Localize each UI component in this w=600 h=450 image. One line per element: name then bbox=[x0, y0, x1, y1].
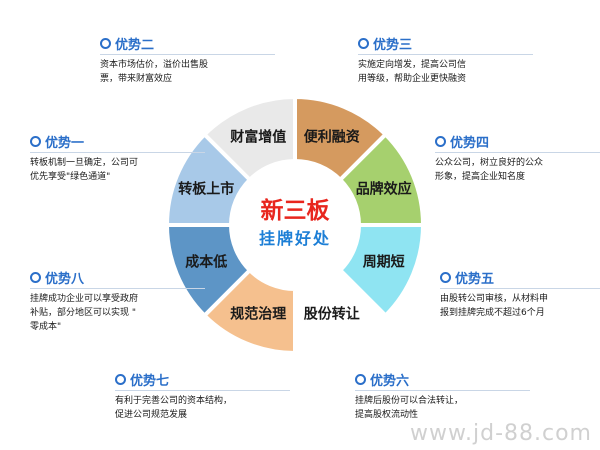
advantage-text: 报到挂牌完成不超过6个月 bbox=[440, 308, 545, 318]
segment-label: 财富增值 bbox=[229, 128, 286, 145]
advantage-4: 优势四 公众公司，树立良好的公众 形象，提高企业知名度 bbox=[435, 132, 600, 184]
advantage-text: 公众公司，树立良好的公众 bbox=[435, 158, 544, 168]
center-title: 新三板 bbox=[261, 197, 331, 224]
bullet-ring-icon bbox=[115, 373, 126, 385]
advantage-7: 优势七 有利于完善公司的资本结构， 促进公司规范发展 bbox=[115, 370, 290, 422]
advantage-5: 优势五 由股转公司审核，从材料申 报到挂牌完成不超过6个月 bbox=[440, 268, 600, 320]
advantage-text: 挂牌成功企业可以享受政府 bbox=[30, 294, 139, 304]
advantage-6: 优势六 挂牌后股份可以合法转让， 提高股权流动性 bbox=[355, 370, 530, 422]
advantage-title: 优势五 bbox=[455, 271, 495, 287]
advantage-title: 优势四 bbox=[450, 135, 490, 151]
advantage-title: 优势八 bbox=[45, 271, 85, 287]
divider bbox=[100, 54, 275, 55]
advantage-text: 促进公司规范发展 bbox=[115, 410, 188, 420]
advantage-title: 优势一 bbox=[45, 135, 85, 151]
segment-label: 转板上市 bbox=[178, 180, 234, 197]
advantage-text: 实施定向增发，提高公司信 bbox=[358, 60, 467, 70]
watermark: www.jd-88.com bbox=[410, 421, 592, 446]
advantage-text: 用等级，帮助企业更快融资 bbox=[358, 74, 467, 84]
divider bbox=[30, 288, 205, 289]
divider bbox=[358, 54, 533, 55]
advantage-title: 优势三 bbox=[373, 37, 413, 53]
divider bbox=[30, 152, 205, 153]
divider bbox=[115, 390, 290, 391]
bullet-ring-icon bbox=[355, 373, 366, 385]
advantage-8: 优势八 挂牌成功企业可以享受政府 补贴，部分地区可以实现 " 零成本" bbox=[30, 268, 205, 334]
advantage-text: 有利于完善公司的资本结构， bbox=[115, 396, 233, 406]
bullet-ring-icon bbox=[440, 271, 451, 283]
advantage-3: 优势三 实施定向增发，提高公司信 用等级，帮助企业更快融资 bbox=[358, 34, 533, 86]
segment-label: 成本低 bbox=[185, 254, 227, 271]
bullet-ring-icon bbox=[30, 271, 41, 283]
advantage-2: 优势二 资本市场估价，溢价出售股 票，带来财富效应 bbox=[100, 34, 275, 86]
advantage-1: 优势一 转板机制一旦确定，公司可 优先享受"绿色通道" bbox=[30, 132, 205, 184]
advantage-text: 优先享受"绿色通道" bbox=[30, 172, 111, 182]
advantage-title: 优势七 bbox=[130, 373, 170, 389]
advantage-text: 挂牌后股份可以合法转让， bbox=[355, 396, 464, 406]
wheel-segment bbox=[164, 131, 253, 227]
advantage-text: 转板机制一旦确定，公司可 bbox=[30, 158, 139, 168]
center-subtitle: 挂牌好处 bbox=[259, 229, 331, 248]
advantage-text: 形象，提高企业知名度 bbox=[435, 172, 526, 182]
divider bbox=[440, 288, 600, 289]
advantage-title: 优势二 bbox=[115, 37, 155, 53]
advantage-title: 优势六 bbox=[370, 373, 410, 389]
bullet-ring-icon bbox=[435, 135, 446, 147]
advantage-text: 资本市场估价，溢价出售股 bbox=[100, 60, 209, 70]
advantage-text: 票，带来财富效应 bbox=[100, 74, 173, 84]
advantage-text: 零成本" bbox=[30, 322, 62, 332]
bullet-ring-icon bbox=[358, 37, 369, 49]
bullet-ring-icon bbox=[100, 37, 111, 49]
advantage-text: 由股转公司审核，从材料申 bbox=[440, 294, 549, 304]
segment-label: 周期短 bbox=[363, 254, 405, 271]
center-circle bbox=[233, 163, 357, 287]
segment-label: 规范治理 bbox=[230, 306, 286, 323]
segment-label: 便利融资 bbox=[304, 128, 360, 145]
segment-label: 品牌效应 bbox=[356, 180, 412, 197]
segment-label: 股份转让 bbox=[304, 306, 360, 323]
advantage-text: 提高股权流动性 bbox=[355, 410, 419, 420]
divider bbox=[435, 152, 600, 153]
advantage-text: 补贴，部分地区可以实现 " bbox=[30, 308, 137, 318]
bullet-ring-icon bbox=[30, 135, 41, 147]
divider bbox=[355, 390, 530, 391]
